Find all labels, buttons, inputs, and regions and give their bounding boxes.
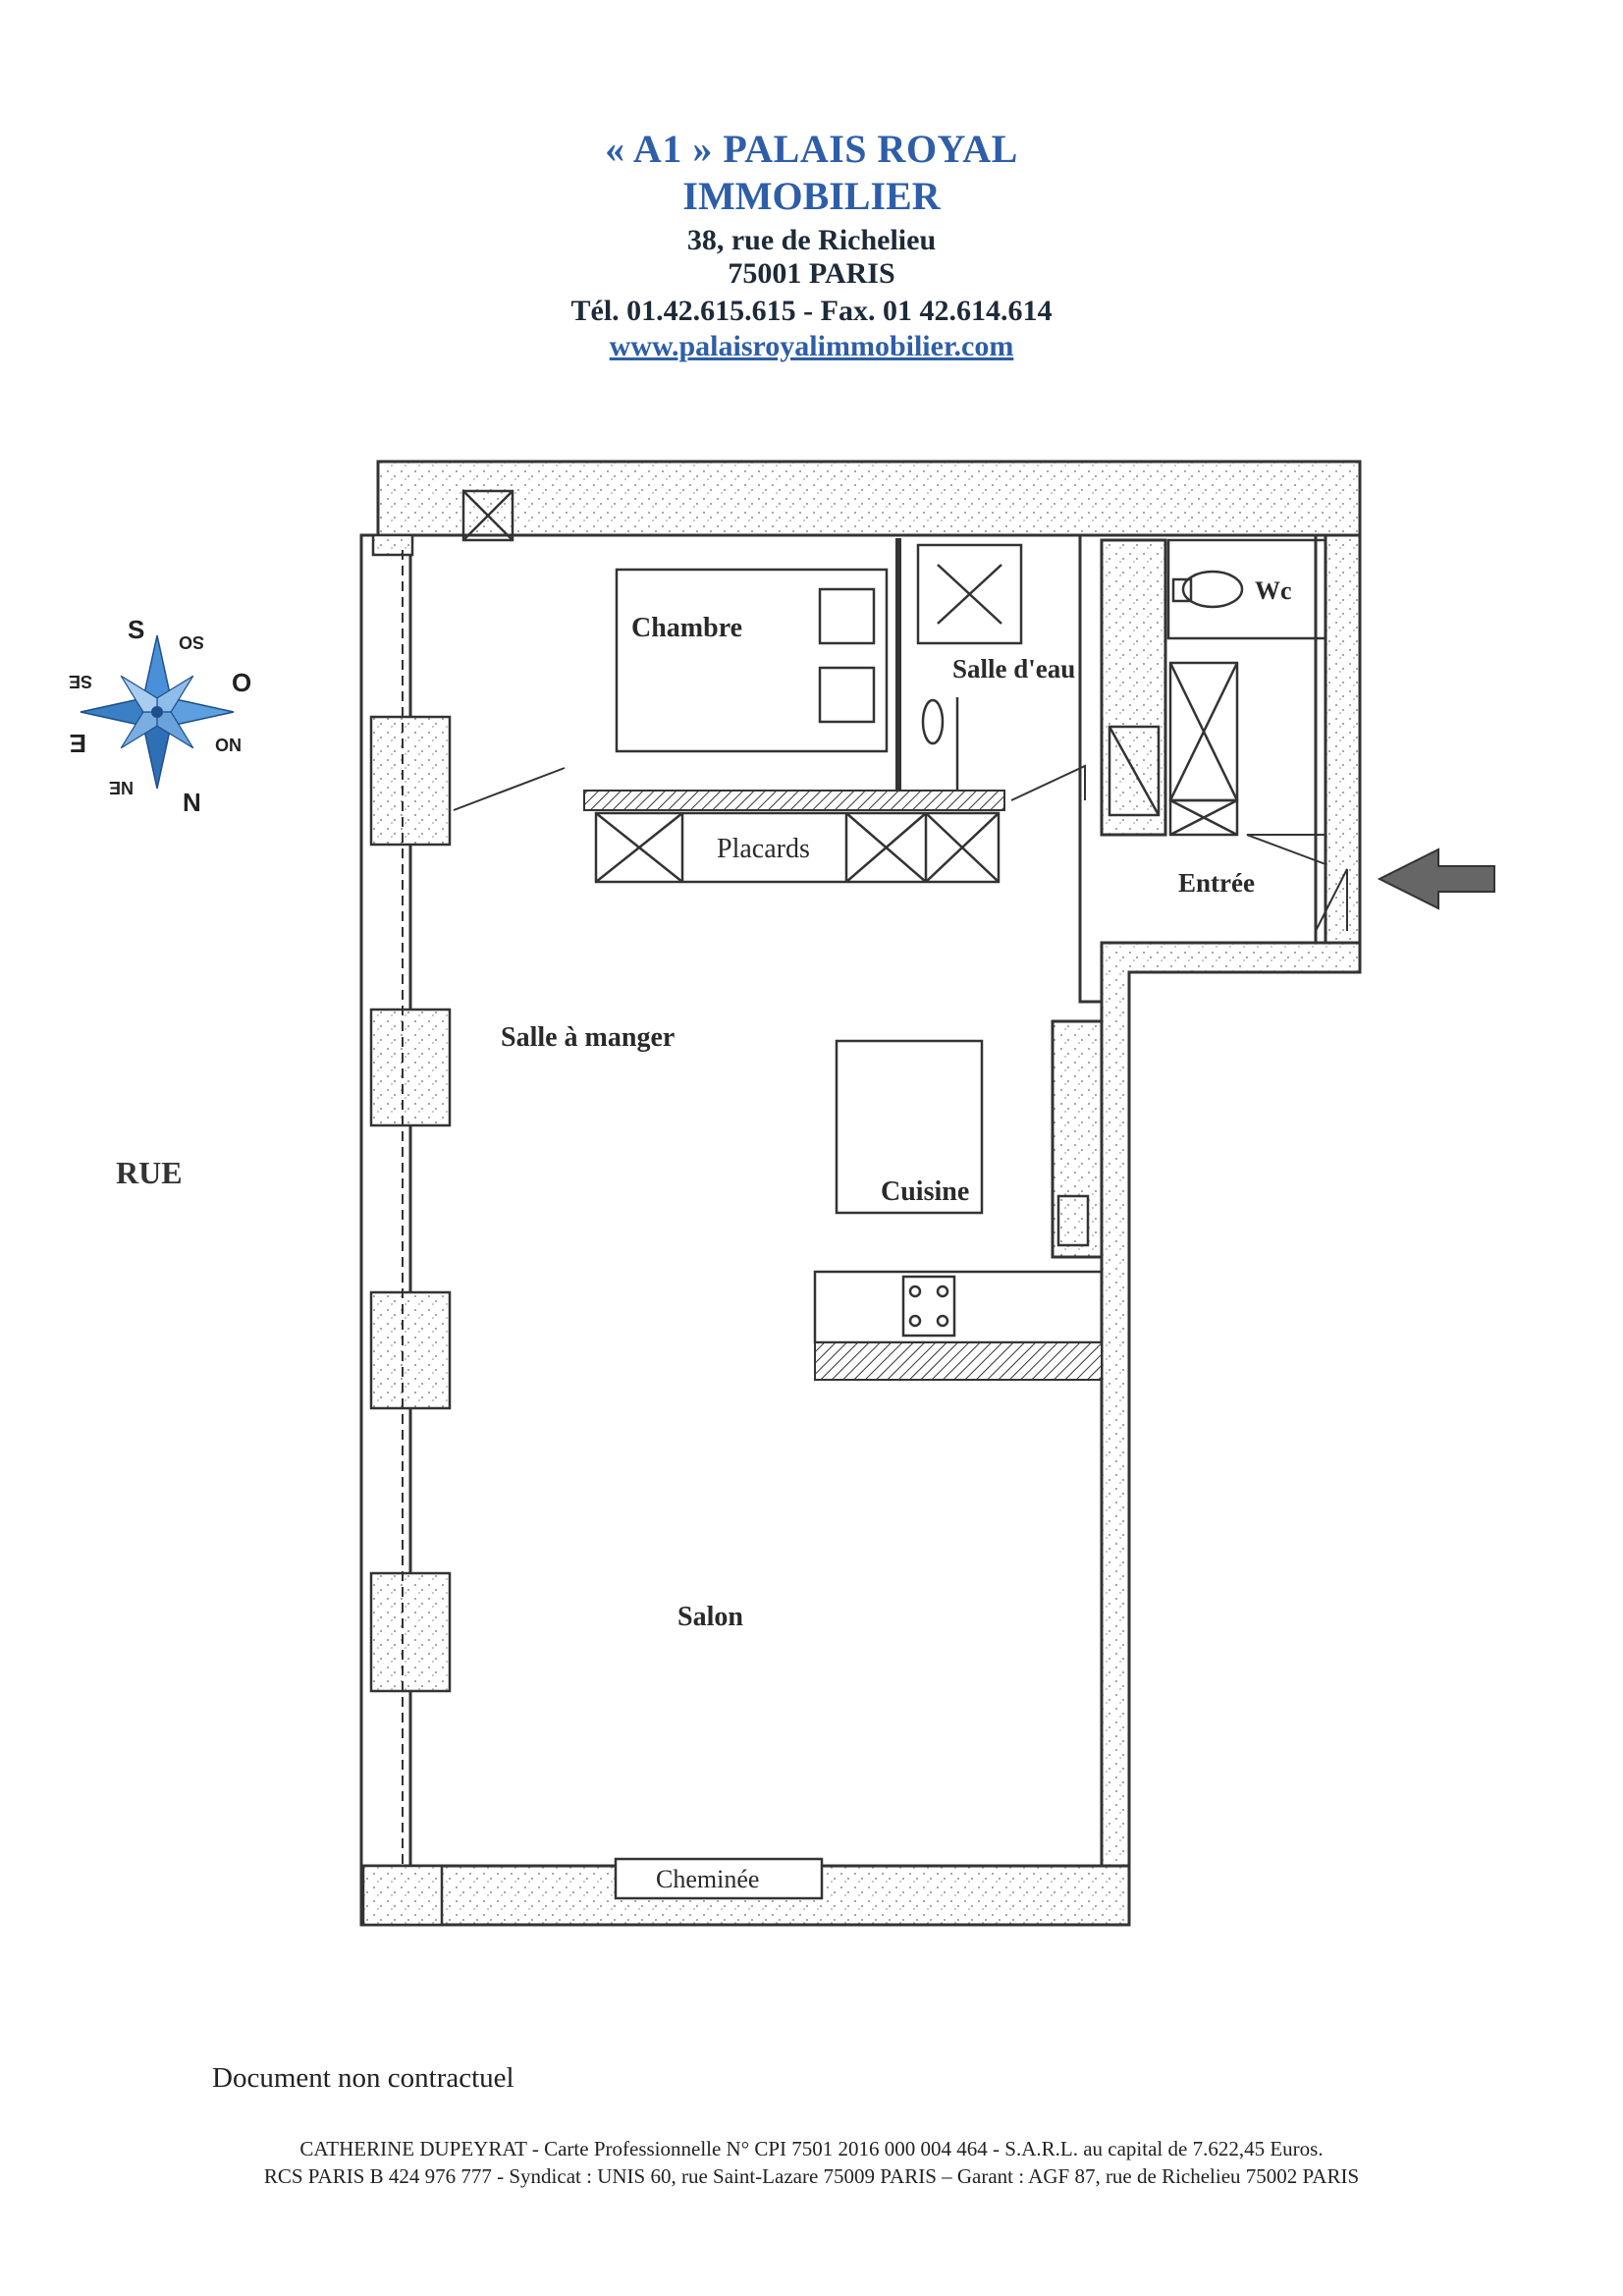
compass-label-northwest: NO [215, 735, 242, 754]
walls [359, 460, 1362, 1927]
storage-boxes [1108, 661, 1239, 837]
compass-label-north: N [183, 788, 201, 817]
compass-label-east: E [70, 729, 86, 758]
fireplace [614, 1857, 824, 1900]
footer-line2: RCS PARIS B 424 976 777 - Syndicat : UNI… [263, 2164, 1360, 2188]
compass-label-southeast: SE [69, 672, 92, 691]
washbasin [921, 697, 959, 791]
agency-street: 38, rue de Richelieu [686, 224, 937, 256]
agency-website-row: www.palaisroyalimmobilier.com [0, 330, 1623, 363]
compass-label-south: S [128, 615, 144, 644]
room-label-wc: Wc [1255, 576, 1292, 605]
wc-room [1166, 538, 1327, 640]
room-label-chambre: Chambre [631, 613, 742, 643]
kitchen-island [835, 1039, 984, 1215]
shower-tray [916, 543, 1023, 645]
room-label-entree: Entrée [1178, 868, 1255, 898]
disclaimer: Document non contractuel [212, 2062, 514, 2094]
arrow-left-icon [1377, 847, 1495, 910]
compass-label-southwest: SO [179, 632, 204, 652]
flue-box [461, 489, 514, 542]
placards-cabinets [594, 811, 1001, 884]
door-swings [453, 764, 1348, 932]
room-label-salle-a-manger: Salle à manger [501, 1022, 675, 1053]
compass-rose-icon [80, 634, 235, 790]
room-label-placards: Placards [717, 834, 810, 864]
agency-city: 75001 PARIS [728, 257, 895, 290]
room-label-cheminee: Cheminée [656, 1865, 759, 1893]
agency-name-line2: IMMOBILIER [682, 174, 941, 218]
footer-line1: CATHERINE DUPEYRAT - Carte Professionnel… [299, 2137, 1324, 2160]
window-piers [361, 533, 452, 1927]
kitchen-appliance [1056, 1194, 1090, 1247]
kitchen-counter [814, 1341, 1103, 1381]
room-label-cuisine: Cuisine [881, 1176, 969, 1207]
cooktop [813, 1270, 1104, 1344]
room-label-salon: Salon [677, 1602, 743, 1632]
agency-website-link[interactable]: www.palaisroyalimmobilier.com [609, 330, 1014, 362]
room-label-salle-deau: Salle d'eau [952, 654, 1075, 683]
placards-rail [583, 790, 1005, 811]
agency-contact: Tél. 01.42.615.615 - Fax. 01 42.614.614 [570, 295, 1053, 327]
bed [615, 568, 889, 753]
agency-name-line1: « A1 » PALAIS ROYAL [605, 127, 1018, 171]
compass-label-west: O [232, 668, 251, 697]
street-label: RUE [116, 1155, 183, 1190]
compass-label-northeast: NE [109, 778, 134, 797]
